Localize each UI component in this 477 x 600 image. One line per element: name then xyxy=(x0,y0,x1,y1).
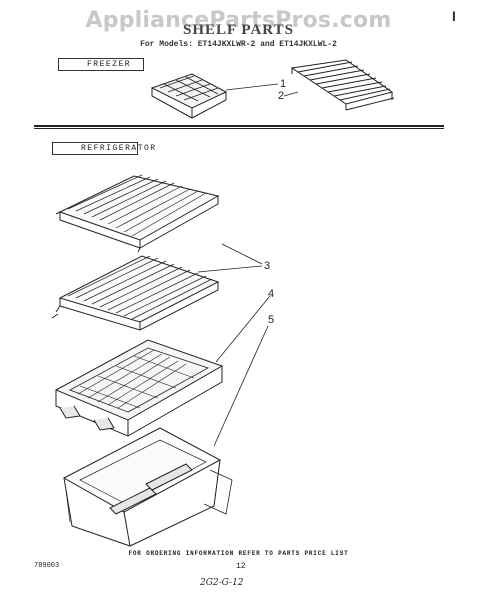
section-divider xyxy=(34,125,444,127)
handwritten-note: 2G2-G-12 xyxy=(200,578,244,588)
callout-1: 1 xyxy=(280,78,287,90)
drawing-number: 789003 xyxy=(34,562,60,570)
callout-2: 2 xyxy=(278,90,285,102)
refrigerator-section-label: REFRIGERATOR xyxy=(52,142,155,155)
callout-4: 4 xyxy=(268,288,275,300)
crisper-cover xyxy=(54,339,224,437)
watermark: AppliancePartsPros.com xyxy=(85,8,392,33)
callout-5: 5 xyxy=(268,314,275,326)
model-subtitle: For Models: ET14JKXLWR-2 and ET14JKXLWL-… xyxy=(140,40,337,49)
page-number: 12 xyxy=(236,562,246,571)
ordering-note: FOR ORDERING INFORMATION REFER TO PARTS … xyxy=(128,550,349,557)
page-title: SHELF PARTS xyxy=(183,22,294,38)
section-divider-thin xyxy=(34,128,444,129)
freezer-wire-shelf xyxy=(290,59,395,111)
refrigerator-shelf-lower xyxy=(51,255,220,331)
ice-tray-part xyxy=(150,73,228,119)
freezer-section-label: FREEZER xyxy=(58,58,144,71)
leader-lines xyxy=(197,83,299,447)
refrigerator-shelf-upper xyxy=(55,174,220,253)
crisper-drawer xyxy=(62,427,233,547)
corner-mark: I xyxy=(452,8,456,24)
callout-3: 3 xyxy=(264,260,271,272)
